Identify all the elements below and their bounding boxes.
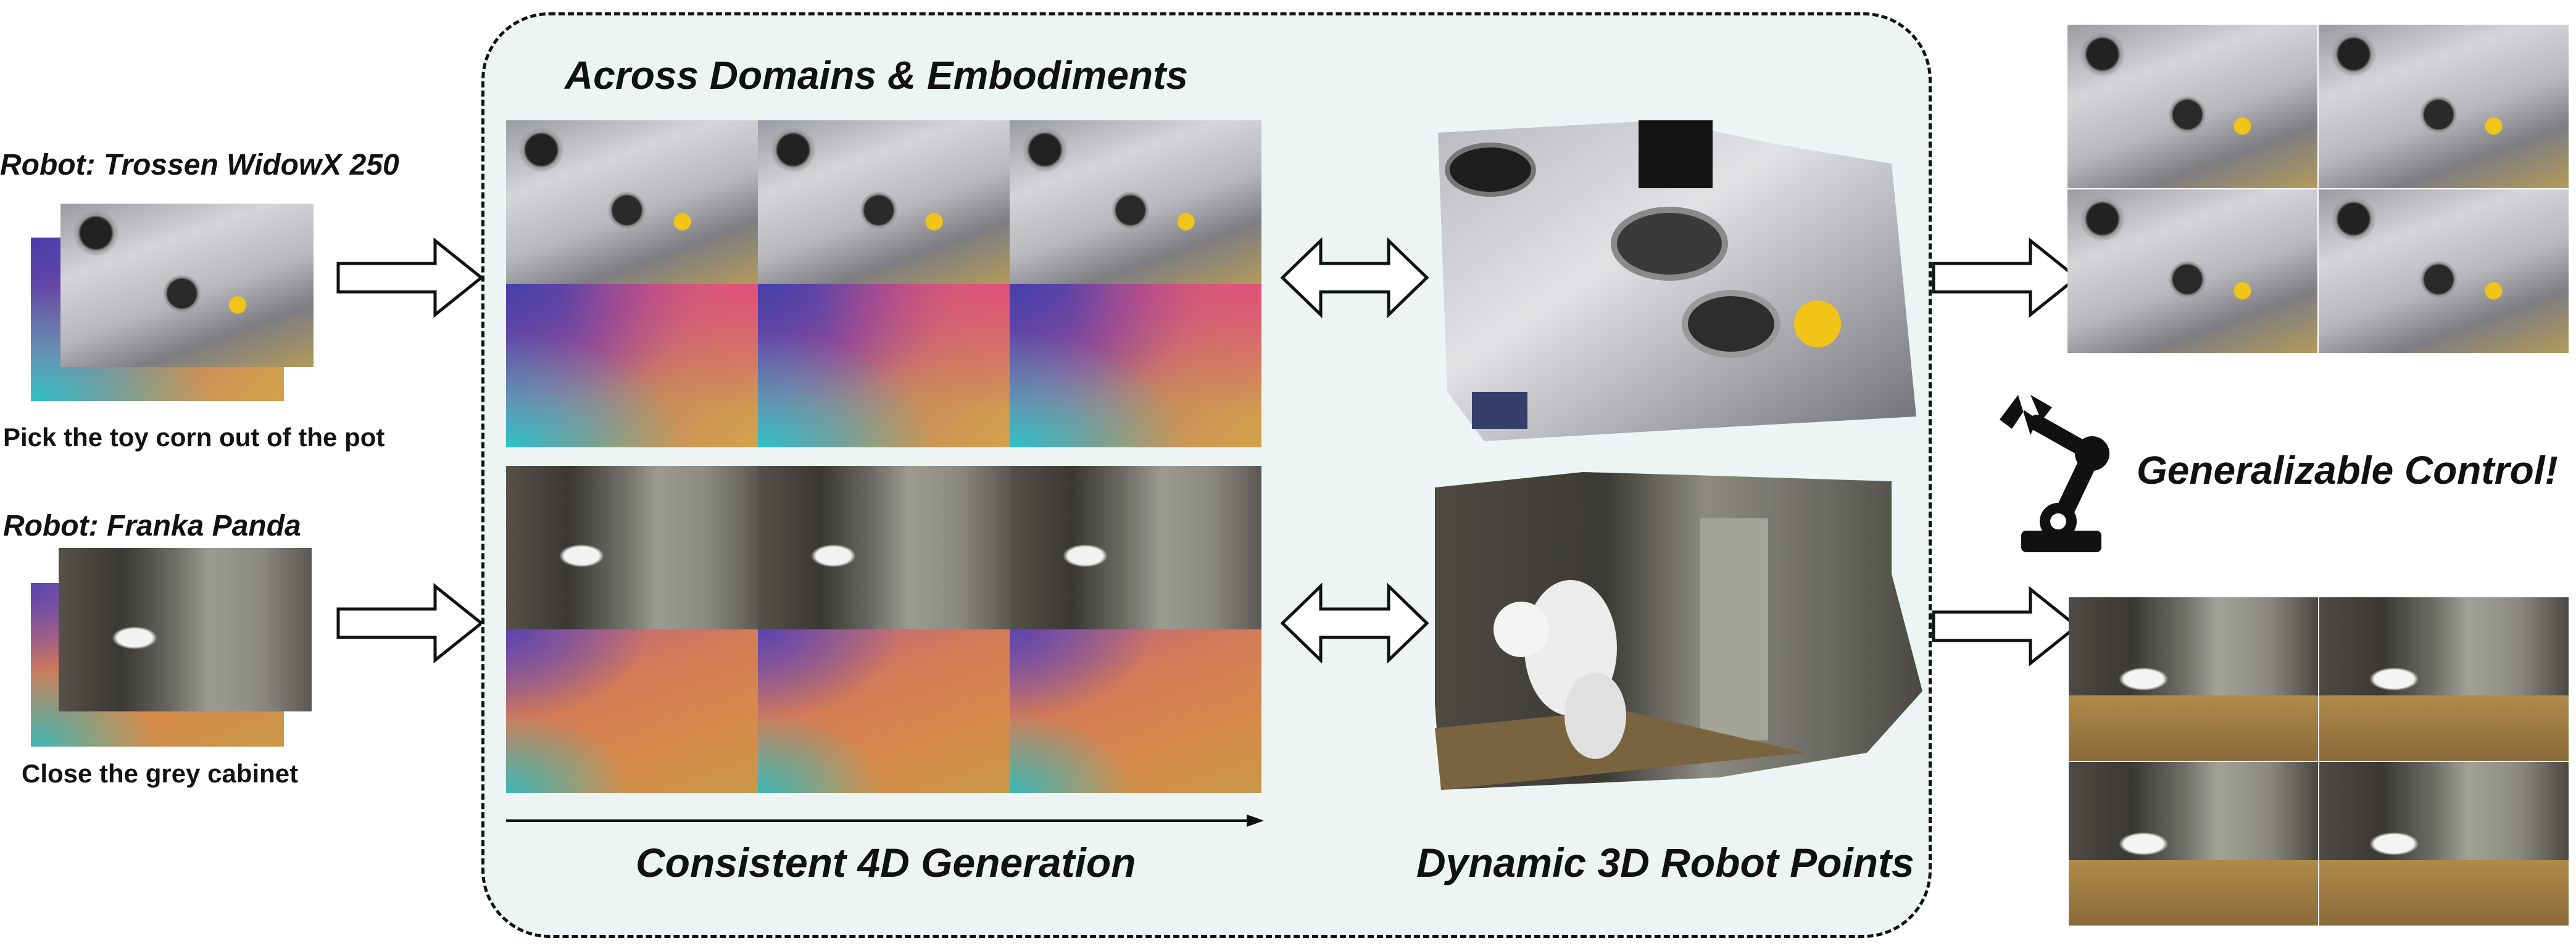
double-arrow-icon: [1281, 238, 1429, 318]
output-kitchen-4: [2319, 189, 2569, 353]
kitchen-depth-3: [1010, 284, 1261, 447]
office-frame-3: [1010, 466, 1261, 629]
office-depth-1: [506, 629, 758, 793]
kitchen-depth-2: [758, 284, 1010, 447]
output-kitchen-1: [2067, 25, 2317, 188]
task1-label: Pick the toy corn out of the pot: [3, 423, 385, 452]
robot1-rgb-frame: [60, 204, 314, 367]
points-label: Dynamic 3D Robot Points: [1416, 840, 1914, 885]
right-arrow-icon: [1932, 238, 2080, 318]
control-label: Generalizable Control!: [2137, 448, 2558, 492]
robot1-label: Robot: Trossen WidowX 250: [0, 149, 399, 181]
kitchen-frame-1: [506, 120, 758, 284]
office-depth-2: [758, 629, 1010, 793]
office-frame-2: [758, 466, 1010, 629]
kitchen-depth-1: [506, 284, 758, 447]
output-office-4: [2319, 762, 2569, 926]
right-arrow-icon: [1932, 586, 2080, 666]
robot2-label: Robot: Franka Panda: [3, 510, 301, 542]
output-office-3: [2069, 762, 2318, 926]
right-arrow-icon: [336, 583, 484, 663]
office-point-cloud: [1435, 472, 1922, 790]
office-depth-3: [1010, 629, 1261, 793]
output-office-2: [2319, 597, 2569, 761]
time-arrow-icon: [506, 814, 1264, 827]
generation-panel: Across Domains & Embodiments Consistent …: [481, 12, 1932, 938]
kitchen-point-cloud: [1438, 120, 1916, 441]
generation-label: Consistent 4D Generation: [636, 840, 1136, 885]
right-arrow-icon: [336, 238, 484, 318]
output-office-1: [2069, 597, 2318, 761]
robot-arm-icon: [2000, 395, 2109, 552]
robot2-rgb-frame: [59, 548, 312, 711]
panel-title: Across Domains & Embodiments: [565, 53, 1188, 97]
task2-label: Close the grey cabinet: [22, 759, 299, 788]
double-arrow-icon: [1281, 583, 1429, 663]
office-frame-1: [506, 466, 758, 629]
kitchen-frame-2: [758, 120, 1010, 284]
output-kitchen-3: [2067, 189, 2317, 353]
output-kitchen-2: [2319, 25, 2569, 188]
kitchen-frame-3: [1010, 120, 1261, 284]
